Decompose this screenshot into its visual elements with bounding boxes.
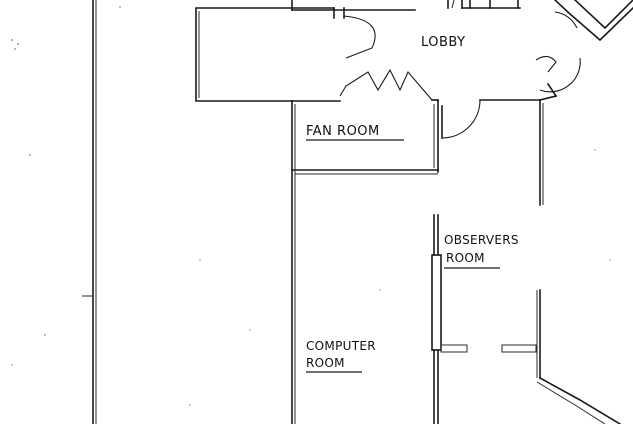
fan-room-walls [291,99,439,424]
computer-room-label-group: COMPUTER ROOM [306,339,376,373]
observers-room-label-group: OBSERVERS ROOM [444,233,519,269]
fan-room-label: FAN ROOM [306,124,380,139]
left-boundary-wall [82,0,97,424]
observers-room-label-line2: ROOM [446,251,485,265]
corridor-door-swing [441,99,541,139]
fan-room-double-door [339,68,433,101]
lobby-door-swing [343,15,376,59]
lobby-label: LOBBY [421,35,466,50]
lobby-label-group: LOBBY [421,35,466,50]
observers-room-walls [431,214,537,424]
corridor-walls [536,99,622,424]
northeast-corridor-walls [553,0,633,42]
lobby-east-door-swing [535,55,581,101]
scan-specks [11,6,611,406]
fan-room-label-group: FAN ROOM [306,124,404,141]
computer-room-label-line1: COMPUTER [306,339,376,353]
vestibule-walls [195,7,341,102]
observers-room-label-line1: OBSERVERS [444,233,519,247]
top-walls [291,0,521,19]
computer-room-label-line2: ROOM [306,356,345,370]
